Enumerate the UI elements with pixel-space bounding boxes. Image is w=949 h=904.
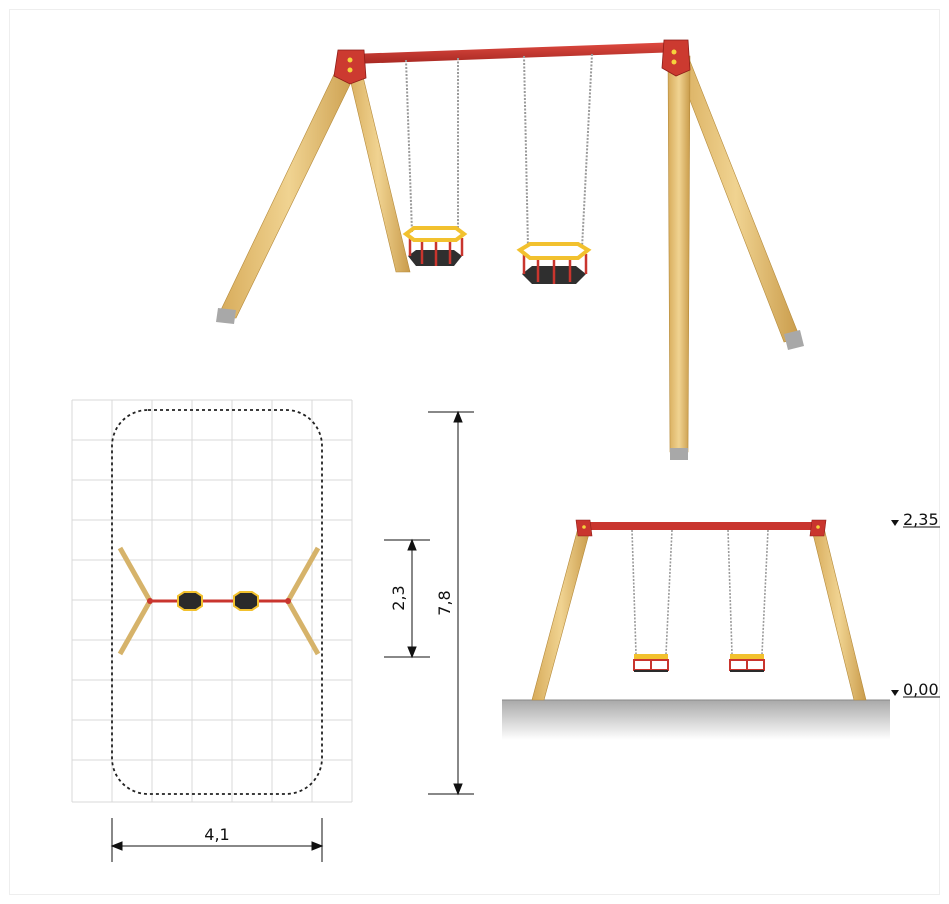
elev-left-leg (531, 527, 591, 701)
plan-leg (117, 546, 153, 603)
chain (665, 529, 673, 655)
plan-leg (285, 546, 321, 603)
width-label: 4,1 (204, 825, 229, 844)
width-dimension (110, 818, 324, 862)
right-front-leg (667, 55, 691, 453)
chain (405, 59, 413, 233)
chain (581, 53, 593, 249)
plan-joint (285, 598, 291, 604)
ground (502, 700, 890, 740)
chain (523, 55, 529, 249)
elev-seat-1 (633, 654, 669, 672)
page-border (9, 9, 940, 895)
chain (631, 529, 637, 655)
right-back-leg-foot (784, 330, 804, 350)
elev-seat-2 (729, 654, 765, 672)
right-corner-bracket (661, 39, 691, 77)
right-bracket-bolt (671, 49, 677, 55)
plan-leg (117, 599, 153, 656)
plan-seat-2 (233, 591, 259, 611)
safety-zone-outline (111, 409, 323, 795)
length-label: 7,8 (435, 590, 454, 615)
elev-beam (584, 522, 818, 530)
swing-3d-view (216, 39, 804, 460)
fall-zone-dimension (384, 538, 430, 659)
plan-view (71, 399, 353, 803)
elev-bolt (816, 525, 820, 529)
top-level-marker-icon (891, 520, 899, 526)
elev-bolt (582, 525, 586, 529)
ground-level-label: 0,00 (903, 680, 939, 699)
plan-joint (147, 598, 153, 604)
length-dimension (428, 410, 474, 796)
left-bracket-bolt-2 (347, 67, 353, 73)
left-bracket-bolt (347, 57, 353, 63)
top-beam (352, 42, 680, 64)
elevation-view (502, 519, 940, 740)
left-front-leg-foot (216, 308, 236, 324)
cradle-seat-2 (516, 242, 592, 284)
top-level-label: 2,35 (903, 510, 939, 529)
left-back-leg (345, 61, 411, 273)
chain (727, 529, 733, 655)
right-front-leg-foot (670, 448, 688, 460)
left-front-leg (217, 61, 361, 319)
right-back-leg (671, 53, 801, 343)
left-corner-bracket (333, 49, 367, 85)
elev-right-leg (811, 527, 867, 701)
right-bracket-bolt-2 (671, 59, 677, 65)
chain (761, 529, 769, 655)
ground-level-marker-icon (891, 690, 899, 696)
fall-zone-label: 2,3 (389, 585, 408, 610)
plan-seat-1 (177, 591, 203, 611)
plan-leg (285, 599, 321, 656)
cradle-seat-1 (402, 226, 468, 266)
